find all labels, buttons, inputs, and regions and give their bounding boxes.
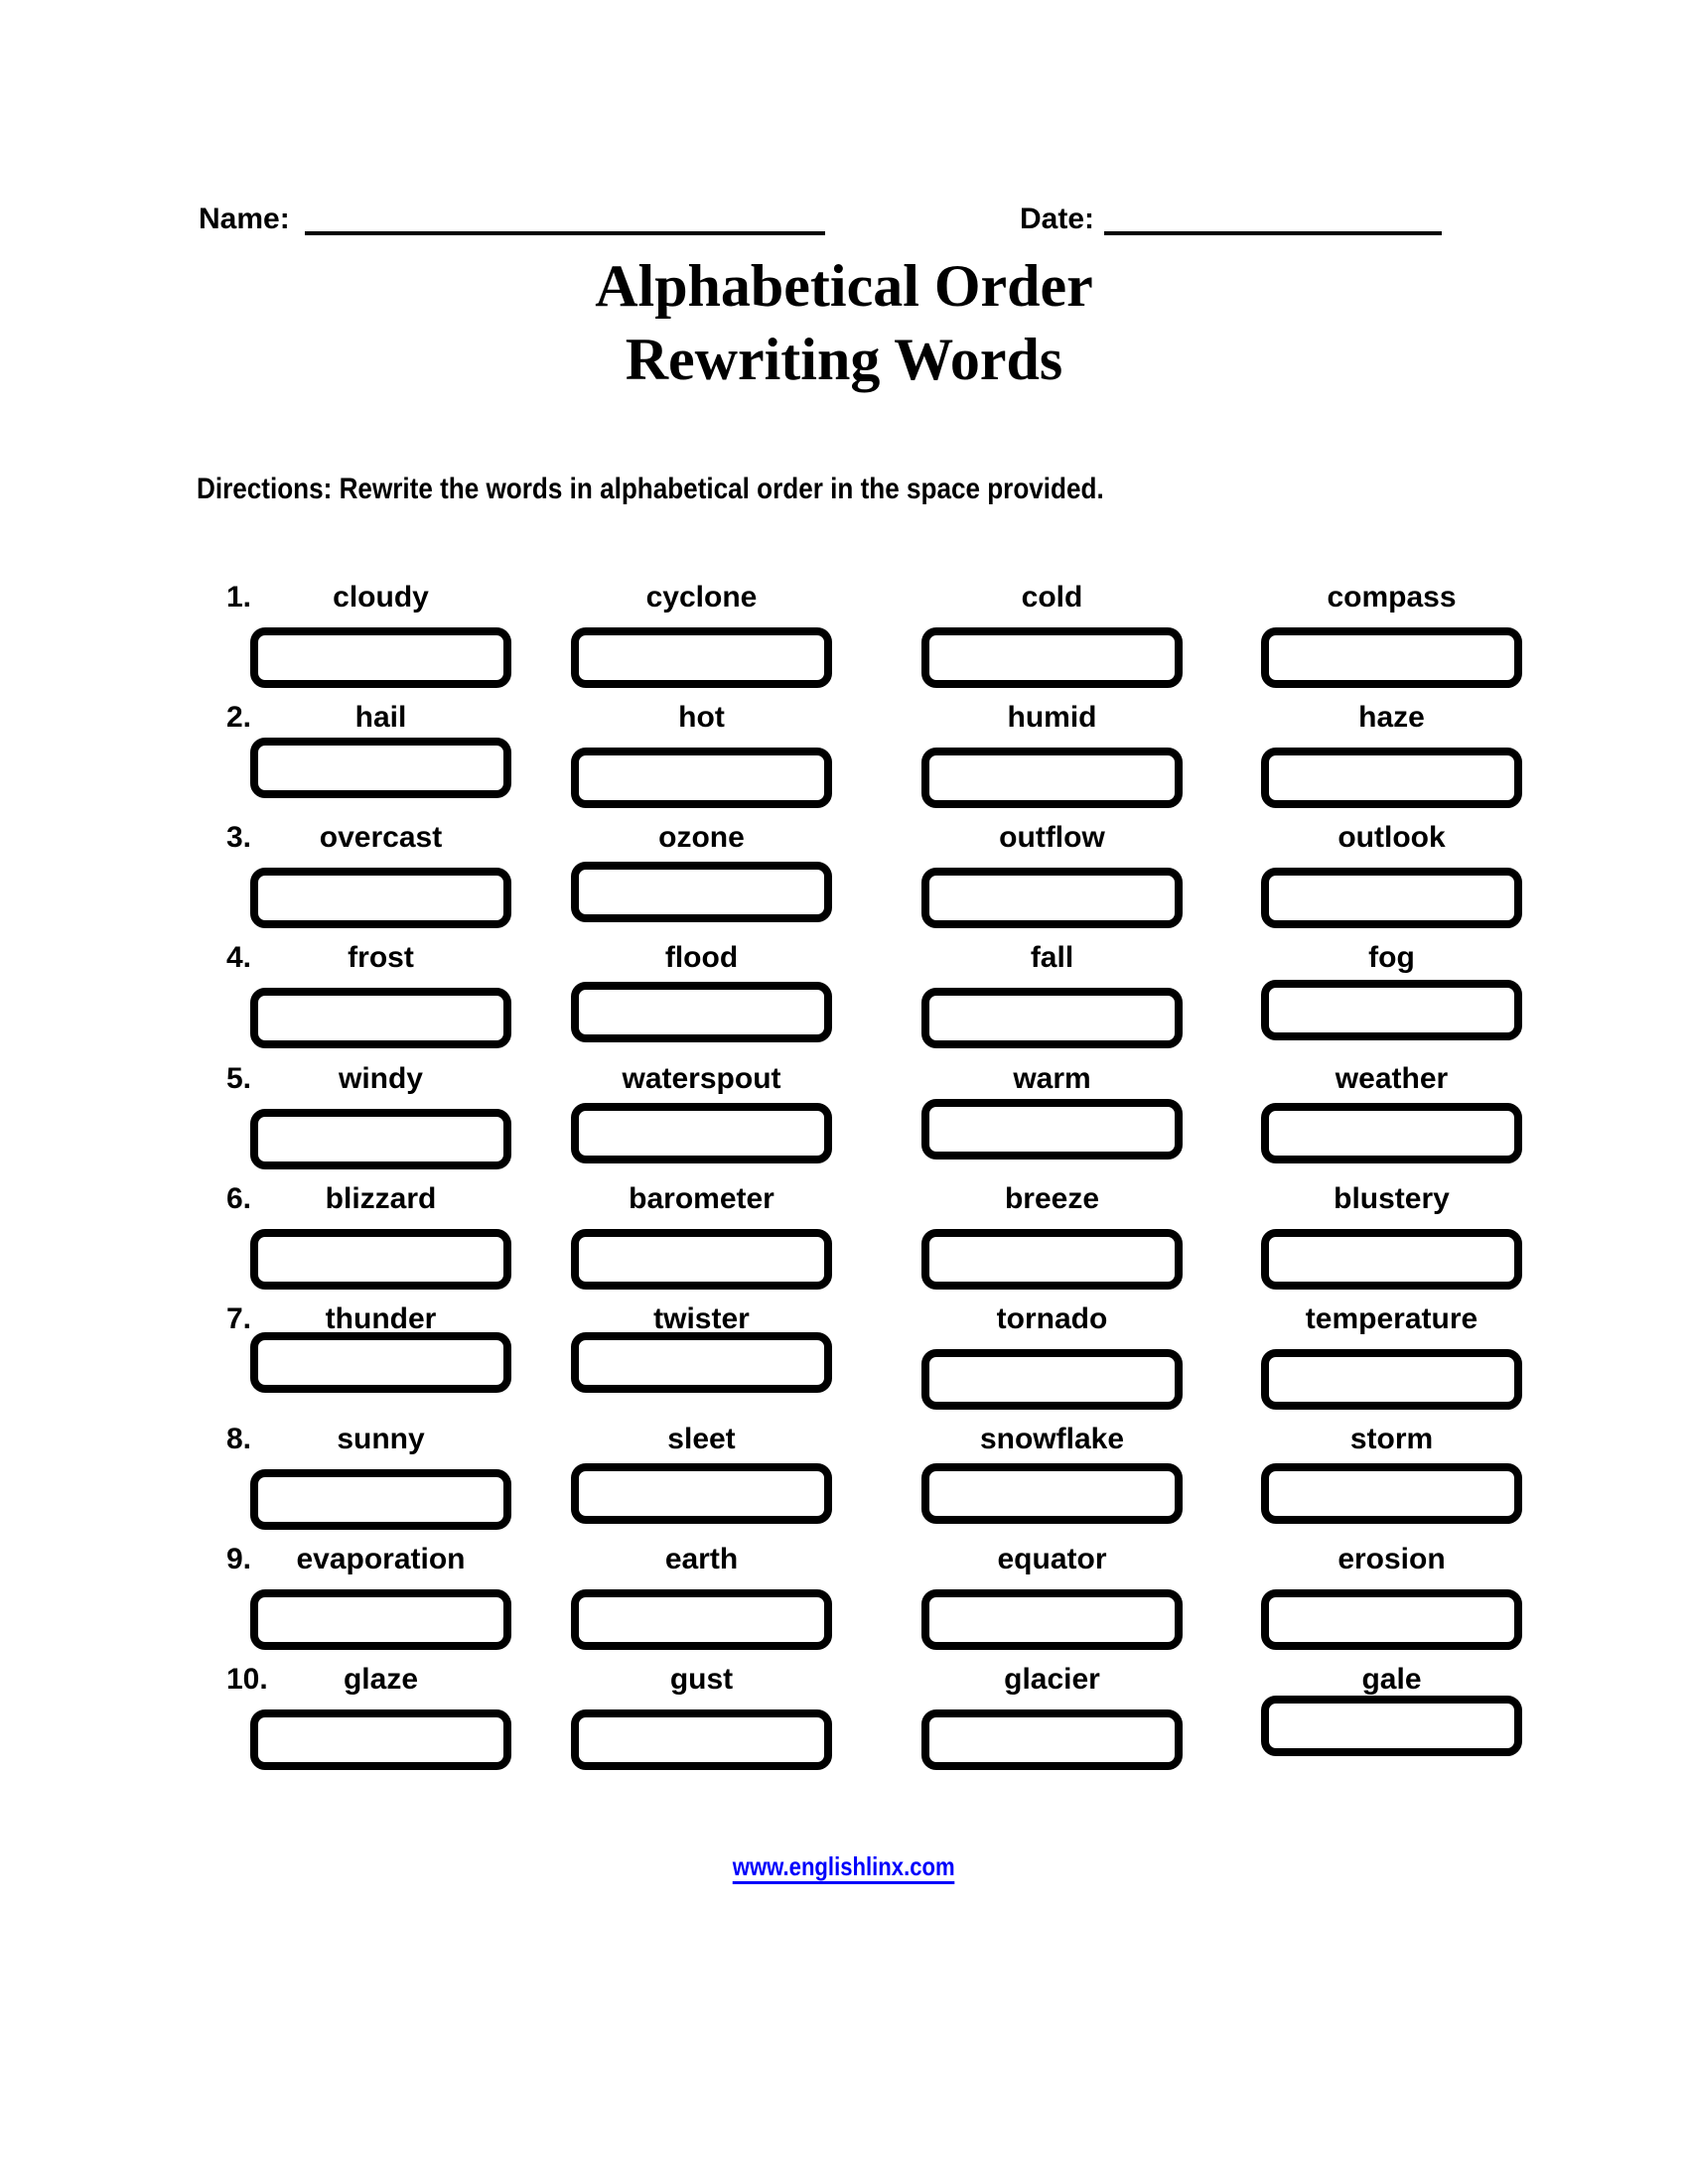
- answer-box[interactable]: [921, 1463, 1183, 1524]
- item-number: 3.: [226, 821, 252, 854]
- footer: www.englishlinx.com: [0, 1852, 1688, 1884]
- word-label: humid: [1007, 701, 1097, 734]
- answer-box[interactable]: [571, 1589, 832, 1650]
- word-label: compass: [1327, 581, 1457, 614]
- answer-box[interactable]: [921, 1229, 1183, 1290]
- answer-box[interactable]: [921, 1709, 1183, 1770]
- word-label: sunny: [337, 1423, 425, 1455]
- answer-box[interactable]: [1261, 1463, 1522, 1524]
- word-label: glaze: [343, 1663, 419, 1696]
- answer-box[interactable]: [1261, 627, 1522, 688]
- answer-box[interactable]: [1261, 1696, 1522, 1756]
- word-label: ozone: [658, 821, 745, 854]
- answer-box[interactable]: [571, 1332, 832, 1393]
- word-label: weather: [1335, 1062, 1449, 1095]
- answer-box[interactable]: [250, 1109, 511, 1169]
- item-number: 10.: [226, 1663, 268, 1696]
- answer-box[interactable]: [1261, 1349, 1522, 1410]
- item-number: 6.: [226, 1182, 252, 1215]
- item-number: 8.: [226, 1423, 252, 1455]
- word-label: flood: [664, 941, 739, 974]
- word-label: twister: [653, 1302, 750, 1335]
- answer-box[interactable]: [1261, 1589, 1522, 1650]
- answer-box[interactable]: [571, 862, 832, 922]
- item-number: 4.: [226, 941, 252, 974]
- answer-box[interactable]: [250, 1469, 511, 1530]
- answer-box[interactable]: [250, 988, 511, 1048]
- answer-box[interactable]: [1261, 1103, 1522, 1163]
- answer-box[interactable]: [921, 868, 1183, 928]
- word-label: fog: [1368, 941, 1415, 974]
- item-number: 1.: [226, 581, 252, 614]
- answer-box[interactable]: [1261, 1229, 1522, 1290]
- word-label: erosion: [1337, 1543, 1446, 1575]
- item-number: 9.: [226, 1543, 252, 1575]
- word-label: evaporation: [296, 1543, 466, 1575]
- page-title-line1: Alphabetical Order: [595, 253, 1093, 319]
- answer-box[interactable]: [921, 988, 1183, 1048]
- word-label: windy: [338, 1062, 423, 1095]
- footer-link[interactable]: www.englishlinx.com: [733, 1852, 955, 1884]
- item-number: 2.: [226, 701, 252, 734]
- answer-box[interactable]: [571, 1229, 832, 1290]
- word-label: breeze: [1004, 1182, 1100, 1215]
- answer-box[interactable]: [921, 1349, 1183, 1410]
- word-label: fall: [1030, 941, 1074, 974]
- answer-box[interactable]: [250, 1709, 511, 1770]
- answer-box[interactable]: [1261, 748, 1522, 808]
- word-label: snowflake: [979, 1423, 1125, 1455]
- answer-box[interactable]: [250, 1589, 511, 1650]
- date-write-line[interactable]: [1104, 231, 1442, 235]
- name-write-line[interactable]: [305, 231, 825, 235]
- answer-box[interactable]: [250, 738, 511, 798]
- word-label: overcast: [319, 821, 443, 854]
- word-label: glacier: [1004, 1663, 1100, 1696]
- answer-box[interactable]: [921, 1589, 1183, 1650]
- word-label: barometer: [629, 1182, 774, 1215]
- answer-box[interactable]: [1261, 868, 1522, 928]
- word-label: cyclone: [645, 581, 758, 614]
- answer-box[interactable]: [571, 627, 832, 688]
- word-label: hail: [354, 701, 407, 734]
- word-label: storm: [1349, 1423, 1434, 1455]
- answer-box[interactable]: [921, 627, 1183, 688]
- directions-text: Directions: Rewrite the words in alphabe…: [197, 473, 1104, 505]
- answer-box[interactable]: [250, 868, 511, 928]
- answer-box[interactable]: [250, 1229, 511, 1290]
- word-label: outflow: [999, 821, 1105, 854]
- answer-box[interactable]: [571, 1709, 832, 1770]
- answer-box[interactable]: [921, 748, 1183, 808]
- date-label: Date:: [1020, 203, 1095, 235]
- answer-box[interactable]: [571, 1463, 832, 1524]
- word-label: cold: [1021, 581, 1083, 614]
- word-label: earth: [664, 1543, 739, 1575]
- word-label: equator: [997, 1543, 1107, 1575]
- word-label: frost: [348, 941, 414, 974]
- answer-box[interactable]: [571, 982, 832, 1042]
- answer-box[interactable]: [571, 748, 832, 808]
- word-label: hot: [678, 701, 725, 734]
- word-label: blustery: [1334, 1182, 1450, 1215]
- word-label: gale: [1361, 1663, 1422, 1696]
- item-number: 5.: [226, 1062, 252, 1095]
- word-label: thunder: [325, 1302, 437, 1335]
- answer-box[interactable]: [571, 1103, 832, 1163]
- answer-box[interactable]: [250, 1332, 511, 1393]
- word-label: tornado: [996, 1302, 1108, 1335]
- word-label: cloudy: [333, 581, 429, 614]
- answer-box[interactable]: [1261, 980, 1522, 1040]
- word-label: warm: [1013, 1062, 1091, 1095]
- word-label: temperature: [1305, 1302, 1478, 1335]
- word-label: haze: [1358, 701, 1425, 734]
- page-title-line2: Rewriting Words: [625, 327, 1063, 392]
- word-label: sleet: [667, 1423, 736, 1455]
- word-label: outlook: [1337, 821, 1446, 854]
- name-label: Name:: [199, 203, 290, 235]
- answer-box[interactable]: [921, 1099, 1183, 1160]
- word-label: waterspout: [622, 1062, 781, 1095]
- answer-box[interactable]: [250, 627, 511, 688]
- item-number: 7.: [226, 1302, 252, 1335]
- word-label: gust: [669, 1663, 734, 1696]
- word-label: blizzard: [325, 1182, 437, 1215]
